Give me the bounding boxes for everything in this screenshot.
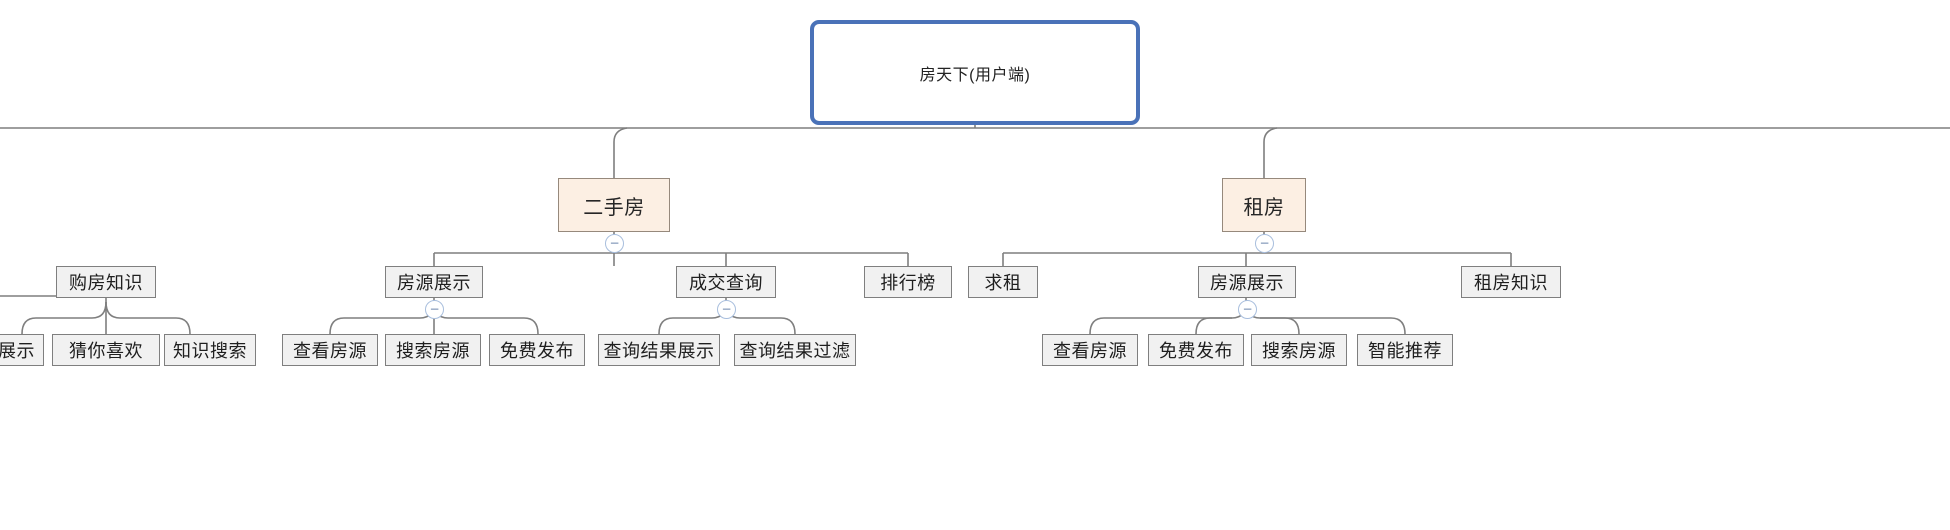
category-node-ershoufang[interactable]: 二手房 xyxy=(558,178,670,232)
node-zu-fang-zhi-shi[interactable]: 租房知识 xyxy=(1461,266,1561,298)
minus-icon: − xyxy=(721,301,732,316)
collapse-toggle-ershoufang[interactable]: − xyxy=(605,234,624,253)
node-gou-fang-zhi-shi[interactable]: 购房知识 xyxy=(56,266,156,298)
leaf-zhi-shi-sou-suo[interactable]: 知识搜索 xyxy=(164,334,256,366)
node-cheng-jiao-cha-xun[interactable]: 成交查询 xyxy=(676,266,776,298)
leaf-mian-fei-fa-bu-1[interactable]: 免费发布 xyxy=(489,334,585,366)
collapse-toggle-fang-yuan-zhan-shi-1[interactable]: − xyxy=(425,300,444,319)
root-node[interactable]: 房天下(用户端) xyxy=(810,20,1140,125)
node-qiu-zu[interactable]: 求租 xyxy=(968,266,1038,298)
leaf-cha-xun-jie-guo-zhan-shi[interactable]: 查询结果展示 xyxy=(598,334,720,366)
leaf-zhi-neng-tui-jian[interactable]: 智能推荐 xyxy=(1357,334,1453,366)
collapse-toggle-fang-yuan-zhan-shi-2[interactable]: − xyxy=(1238,300,1257,319)
minus-icon: − xyxy=(429,301,440,316)
leaf-zhan-shi[interactable]: 展示 xyxy=(0,334,44,366)
leaf-mian-fei-fa-bu-2[interactable]: 免费发布 xyxy=(1148,334,1244,366)
minus-icon: − xyxy=(1259,235,1270,250)
minus-icon: − xyxy=(609,235,620,250)
root-node-label: 房天下(用户端) xyxy=(919,66,1031,84)
leaf-cha-kan-fang-yuan-2[interactable]: 查看房源 xyxy=(1042,334,1138,366)
collapse-toggle-zufang[interactable]: − xyxy=(1255,234,1274,253)
leaf-cha-kan-fang-yuan-1[interactable]: 查看房源 xyxy=(282,334,378,366)
leaf-sou-suo-fang-yuan-1[interactable]: 搜索房源 xyxy=(385,334,481,366)
minus-icon: − xyxy=(1242,301,1253,316)
leaf-sou-suo-fang-yuan-2[interactable]: 搜索房源 xyxy=(1251,334,1347,366)
category-node-zufang[interactable]: 租房 xyxy=(1222,178,1306,232)
leaf-cai-ni-xi-huan[interactable]: 猜你喜欢 xyxy=(52,334,160,366)
node-fang-yuan-zhan-shi-1[interactable]: 房源展示 xyxy=(385,266,483,298)
collapse-toggle-cheng-jiao-cha-xun[interactable]: − xyxy=(717,300,736,319)
node-fang-yuan-zhan-shi-2[interactable]: 房源展示 xyxy=(1198,266,1296,298)
leaf-cha-xun-jie-guo-guo-lv[interactable]: 查询结果过滤 xyxy=(734,334,856,366)
node-pai-hang-bang[interactable]: 排行榜 xyxy=(864,266,952,298)
